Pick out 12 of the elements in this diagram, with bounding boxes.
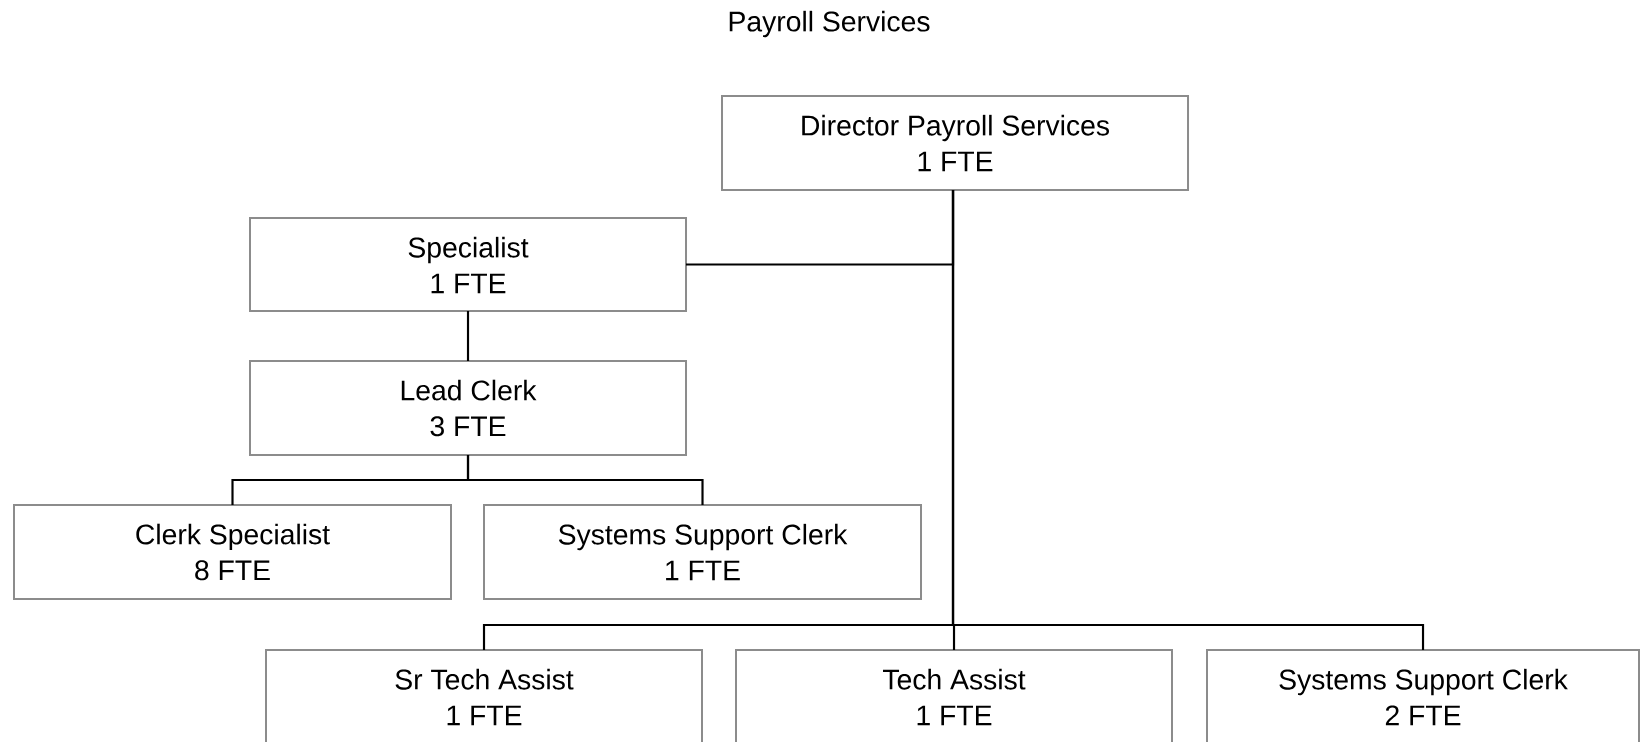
connector-line [951,190,1425,650]
position-box: Systems Support Clerk 2 FTE [1206,649,1640,742]
position-box: Tech Assist 1 FTE [735,649,1173,742]
title: Payroll Services [729,10,930,38]
position-box: Director Payroll Services 1 FTE [721,95,1189,191]
position-box: Specialist 1 FTE [249,217,687,312]
position-box: Systems Support Clerk 1 FTE [483,504,922,600]
position-box: Lead Clerk 3 FTE [249,360,687,456]
connector-line [466,311,470,361]
position-box: Sr Tech Assist 1 FTE [265,649,703,742]
position-box: Clerk Specialist 8 FTE [13,504,452,600]
connector-line [466,455,704,505]
